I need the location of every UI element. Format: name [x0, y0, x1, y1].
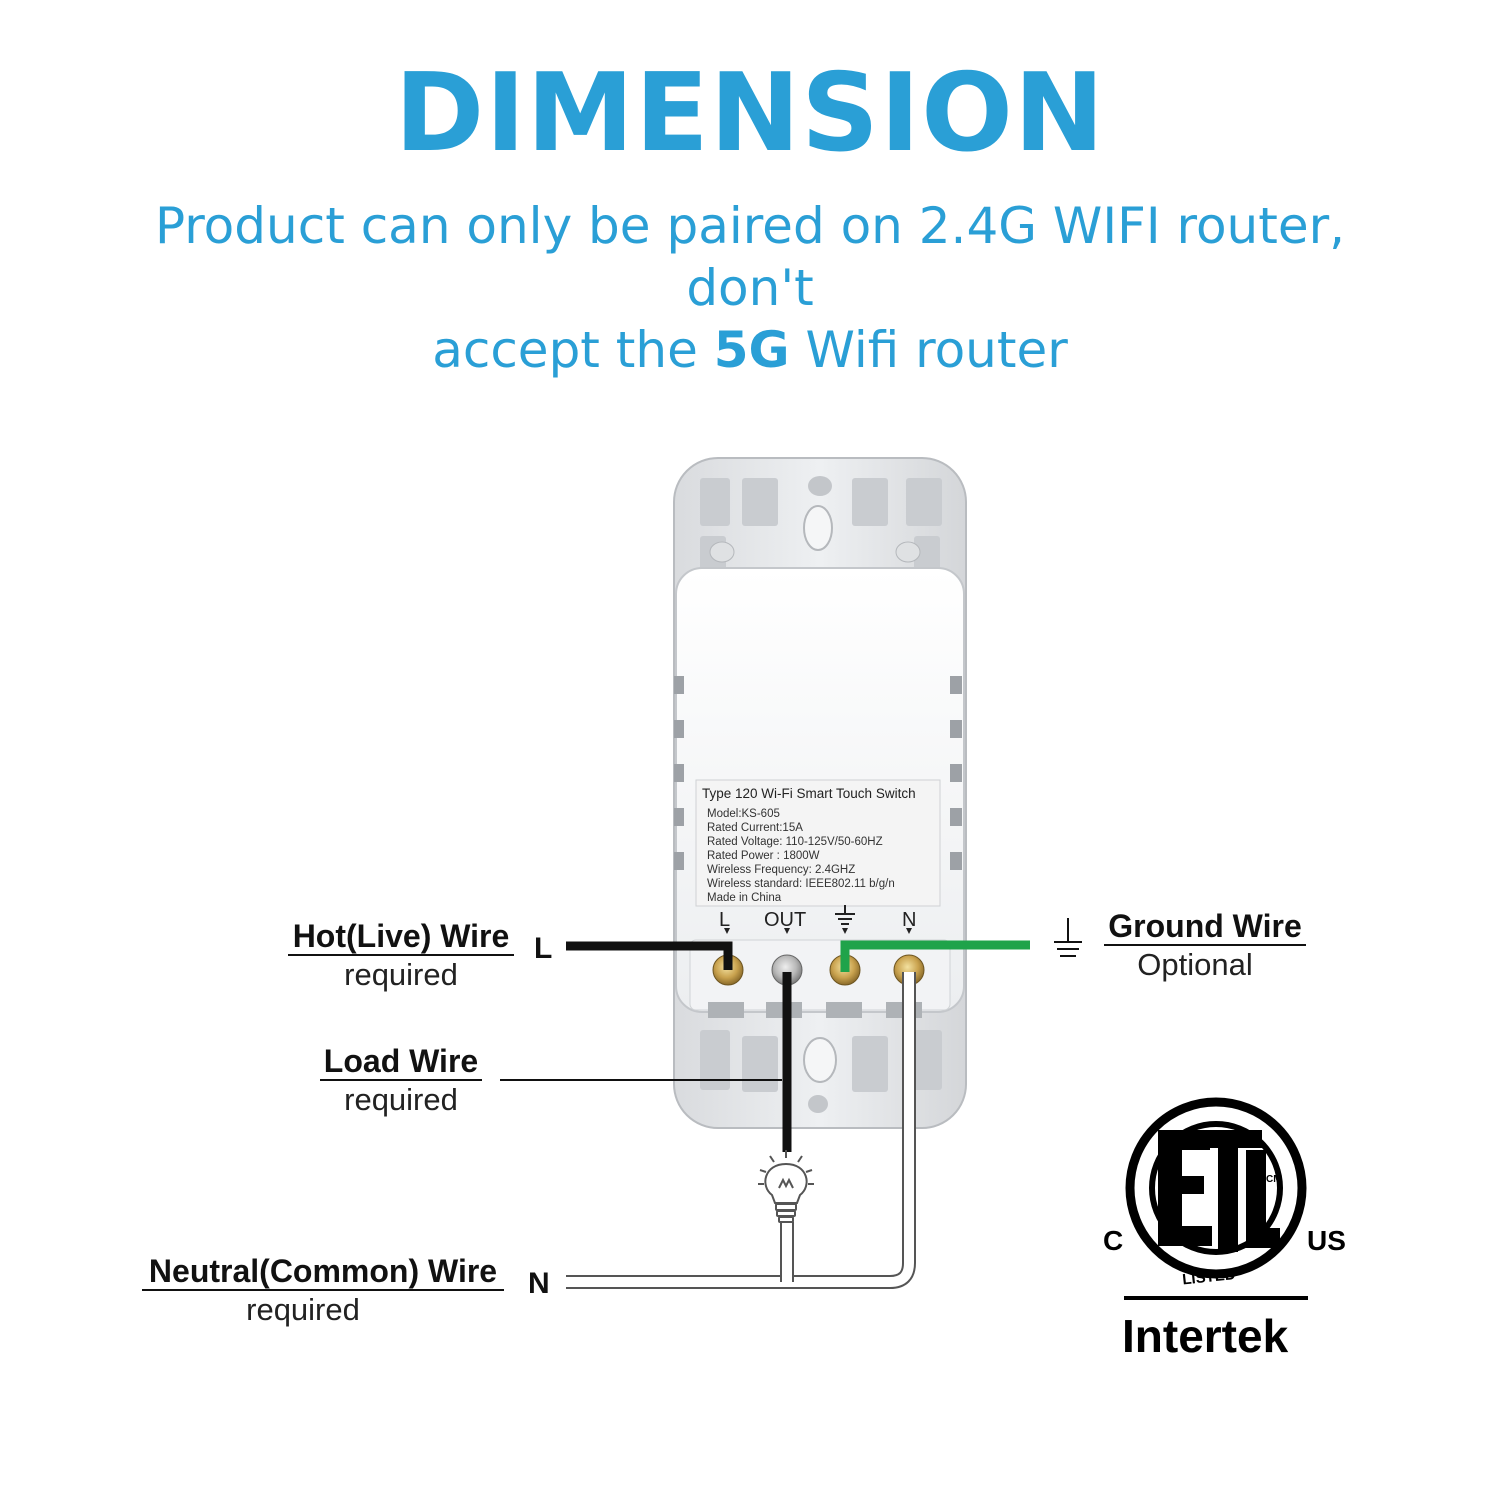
load-wire-name: Load Wire — [320, 1043, 482, 1081]
ground-wire — [840, 940, 1030, 972]
rating-line: Made in China — [707, 892, 782, 904]
terminal-l-mark: L — [719, 909, 730, 931]
neutral-terminal-letter: N — [528, 1267, 550, 1300]
rating-line: Wireless Frequency: 2.4GHZ — [707, 864, 855, 876]
ground-symbol-icon — [1054, 918, 1082, 957]
load-wire-requirement: required — [344, 1082, 458, 1117]
ground-symbol-icon — [835, 905, 855, 925]
listed-mark: LISTED — [1181, 1266, 1236, 1288]
load-wire-label: Load Wire required — [320, 1043, 482, 1119]
rating-label-title: Type 120 Wi-Fi Smart Touch Switch — [702, 786, 916, 801]
hot-terminal-letter: L — [534, 932, 553, 965]
cert-left-c: C — [1103, 1225, 1123, 1256]
cm-mark: CM — [1266, 1174, 1282, 1185]
pairing-note-line1: Product can only be paired on 2.4G WIFI … — [154, 197, 1346, 317]
rating-label: Type 120 Wi-Fi Smart Touch Switch Model:… — [695, 779, 941, 907]
rating-line: Rated Voltage: 110-125V/50-60HZ — [707, 836, 883, 848]
pairing-note: Product can only be paired on 2.4G WIFI … — [100, 195, 1400, 381]
page-title: DIMENSION — [394, 51, 1106, 176]
hot-wire — [566, 941, 733, 970]
neutral-wire-name: Neutral(Common) Wire — [142, 1253, 504, 1291]
hot-wire-label: Hot(Live) Wire required — [288, 918, 514, 994]
cert-right-us: US — [1307, 1225, 1346, 1256]
band-5g: 5G — [713, 321, 790, 379]
hot-wire-requirement: required — [344, 957, 458, 992]
terminal-out-mark: OUT — [764, 909, 806, 931]
ground-wire-requirement: Optional — [1137, 947, 1253, 982]
light-bulb-icon — [758, 1150, 814, 1223]
terminal-n-mark: N — [902, 909, 916, 931]
terminal-markings: L OUT N — [719, 905, 916, 934]
ground-wire-label: Ground Wire Optional — [1104, 908, 1306, 984]
terminal-screws — [712, 954, 925, 986]
ground-wire-name: Ground Wire — [1104, 908, 1306, 946]
rating-line: Wireless standard: IEEE802.11 b/g/n — [707, 878, 895, 890]
pairing-note-line2: accept the 5G Wifi router — [432, 321, 1068, 379]
rating-line: Rated Current:15A — [707, 822, 803, 834]
etl-listed-mark: CM LISTED C US Intertek — [1103, 1097, 1346, 1362]
rating-line: Rated Power : 1800W — [707, 850, 820, 862]
neutral-wire-requirement: required — [246, 1292, 360, 1327]
hot-wire-name: Hot(Live) Wire — [288, 918, 514, 956]
rating-line: Model:KS-605 — [707, 808, 780, 820]
neutral-wire-label: Neutral(Common) Wire required — [142, 1253, 504, 1329]
intertek-logo: Intertek — [1122, 1310, 1289, 1362]
